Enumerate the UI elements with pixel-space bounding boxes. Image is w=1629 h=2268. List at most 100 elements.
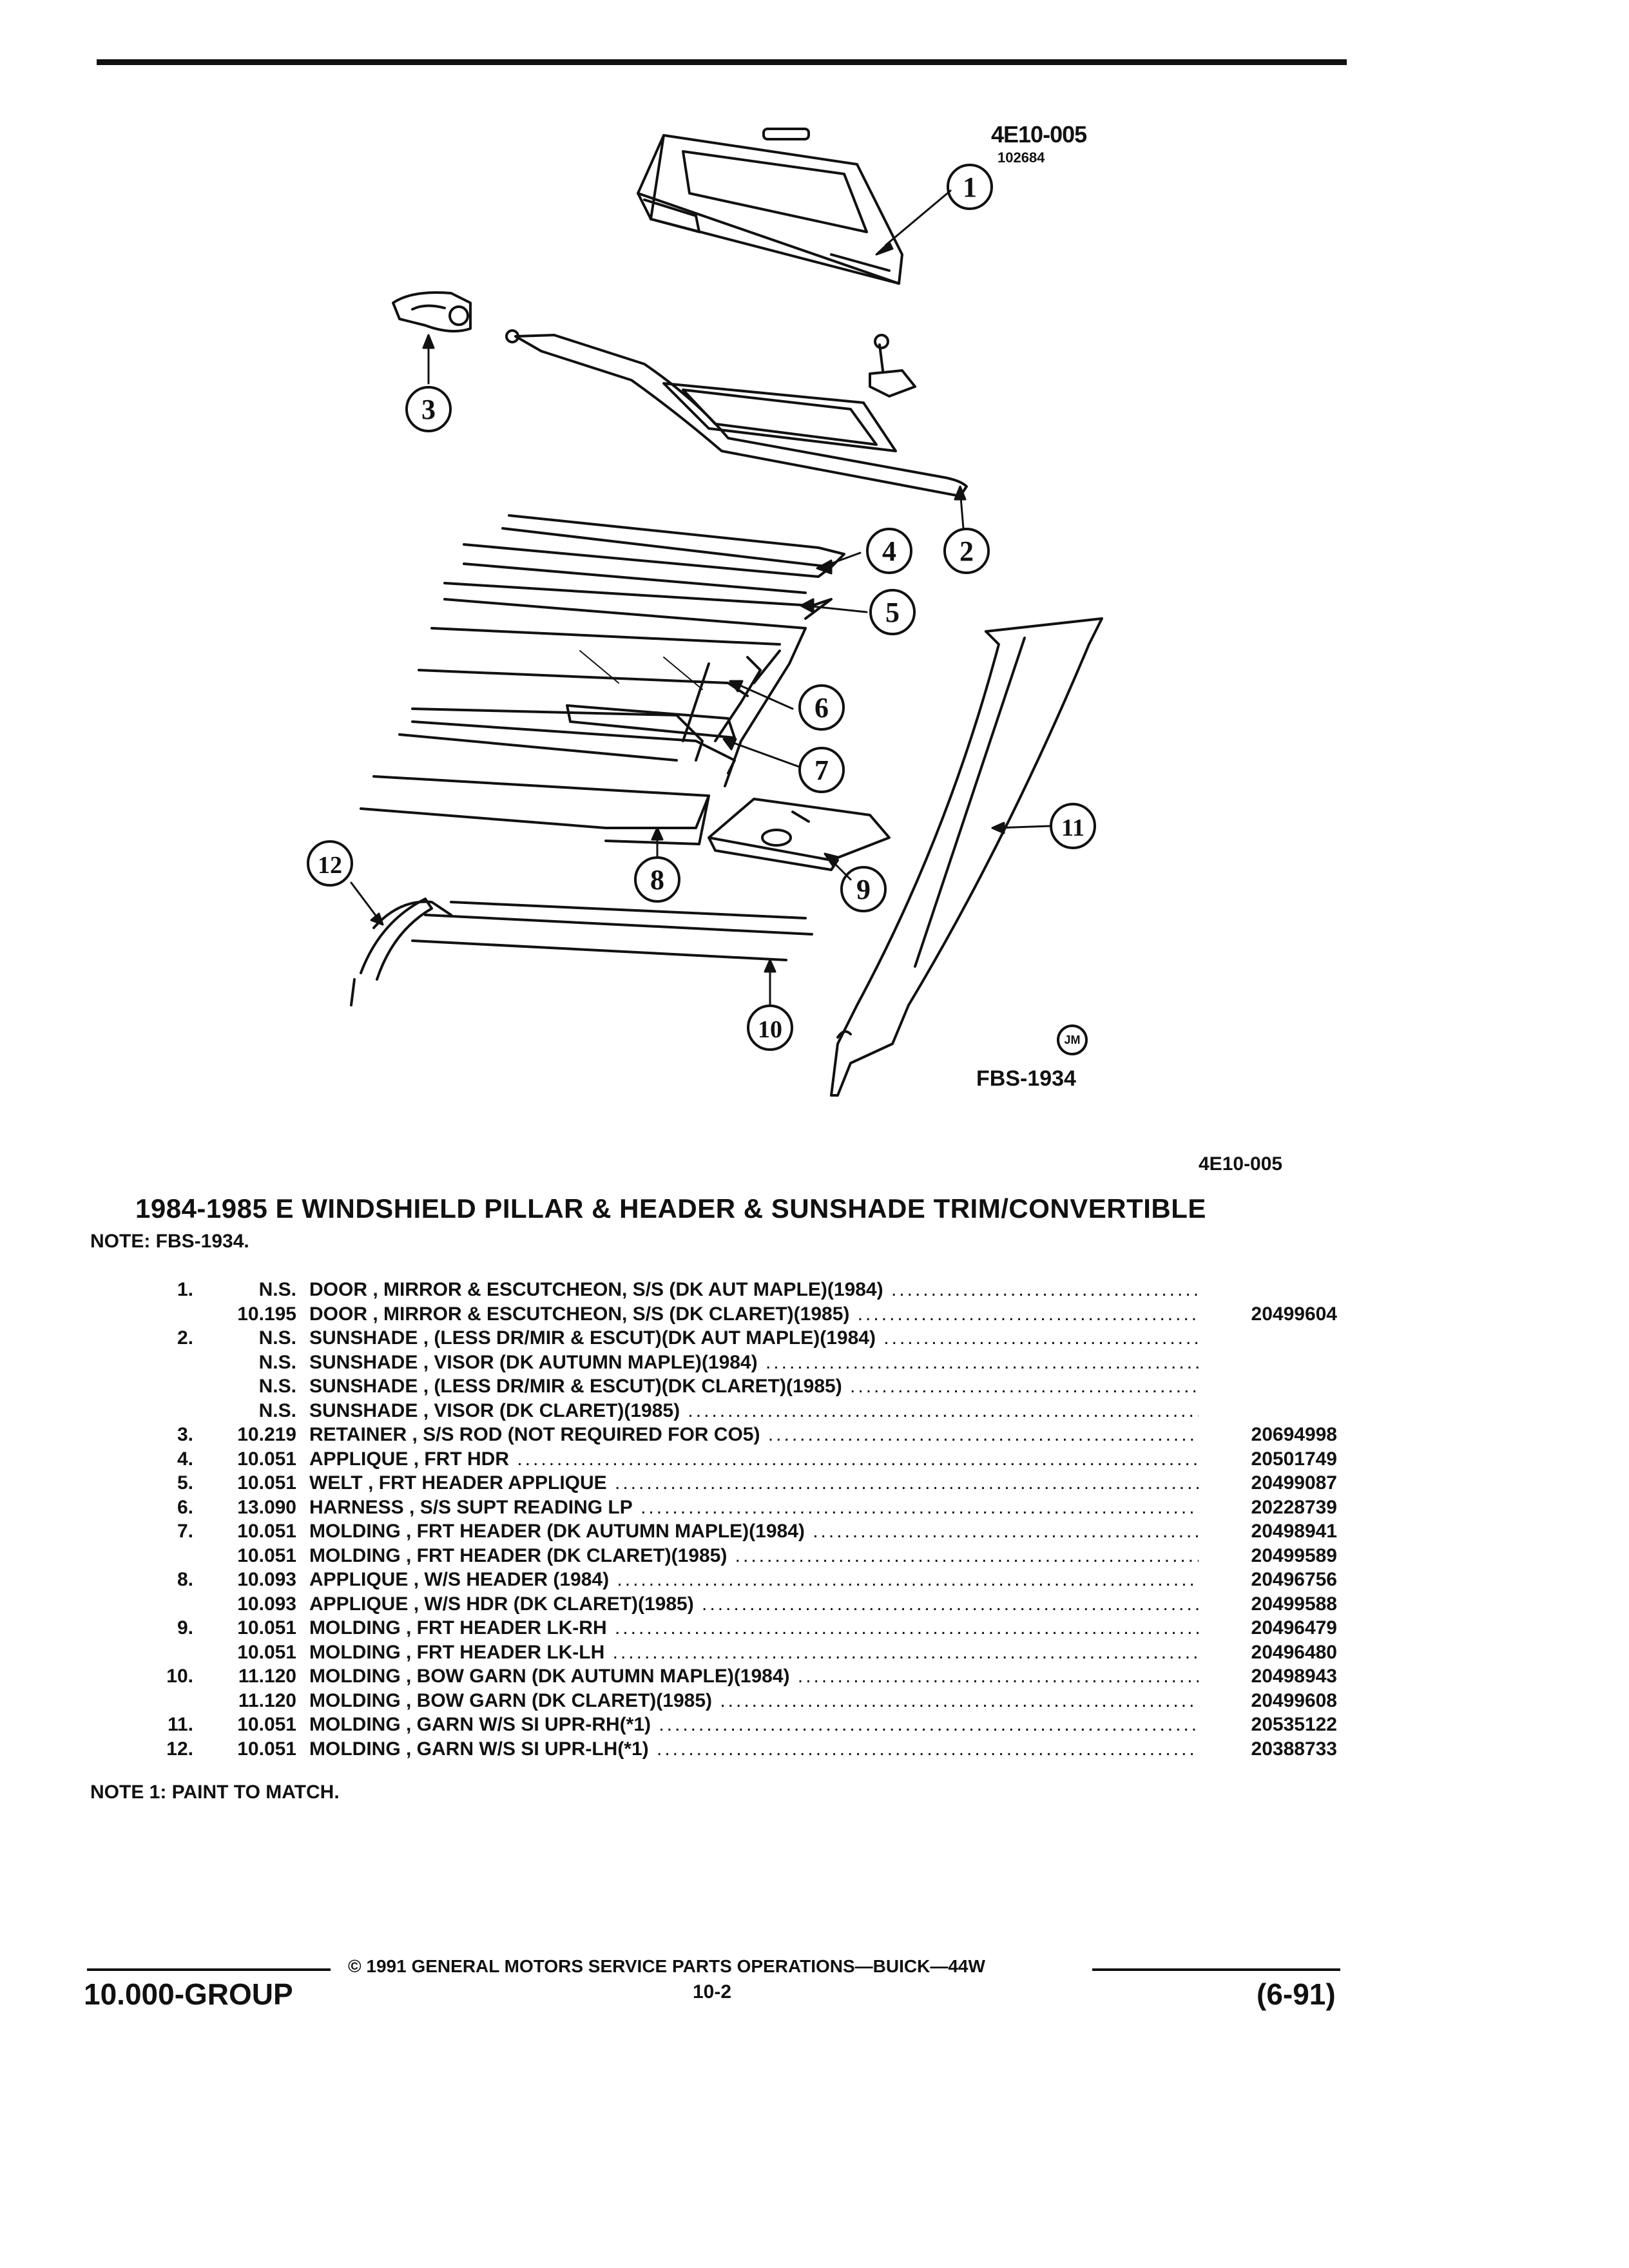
leader-dots: ........................................… (614, 1617, 1199, 1639)
footer-copyright: © 1991 GENERAL MOTORS SERVICE PARTS OPER… (348, 1956, 985, 1976)
part-number: 20496479 (1251, 1617, 1337, 1639)
part-ws-applique (360, 775, 710, 845)
page-title: 1984-1985 E WINDSHIELD PILLAR & HEADER &… (135, 1193, 1206, 1224)
parts-row-14: 10.093 APPLIQUE , W/S HDR (DK CLARET)(19… (0, 1593, 1629, 1618)
group-number: N.S. (258, 1279, 296, 1300)
group-number: 11.120 (238, 1689, 296, 1711)
part-description: SUNSHADE , (LESS DR/MIR & ESCUT)(DK CLAR… (309, 1376, 1199, 1398)
item-number: 12. (166, 1738, 193, 1760)
leader-dots: ........................................… (735, 1544, 1199, 1566)
part-retainer (392, 291, 472, 332)
item-number: 7. (177, 1521, 193, 1542)
figure-date-code: 102684 (998, 149, 1045, 166)
callout-9: 9 (856, 874, 871, 905)
group-number: 10.051 (237, 1521, 296, 1542)
part-description: MOLDING , BOW GARN (DK CLARET)(1985) ...… (309, 1690, 1199, 1712)
leader-dots: ........................................… (517, 1448, 1199, 1470)
callout-2: 2 (959, 535, 974, 567)
group-number: 10.093 (237, 1569, 296, 1590)
page-code: 4E10-005 (1199, 1153, 1283, 1175)
part-number: 20496480 (1251, 1641, 1337, 1663)
parts-row-16: 10.051 MOLDING , FRT HEADER LK-LH ......… (0, 1642, 1629, 1666)
group-number: 11.120 (238, 1666, 296, 1687)
item-number: 5. (177, 1472, 193, 1494)
description-text: MOLDING , FRT HEADER (DK CLARET)(1985) (309, 1544, 728, 1566)
footer-date: (6-91) (1257, 1977, 1336, 2011)
callout-8: 8 (650, 864, 664, 896)
description-text: APPLIQUE , W/S HDR (DK CLARET)(1985) (309, 1593, 694, 1615)
description-text: SUNSHADE , (LESS DR/MIR & ESCUT)(DK CLAR… (309, 1376, 842, 1397)
leader-dots: ........................................… (850, 1376, 1199, 1397)
part-description: SUNSHADE , VISOR (DK AUTUMN MAPLE)(1984)… (309, 1352, 1199, 1374)
parts-row-17: 10. 11.120 MOLDING , BOW GARN (DK AUTUMN… (0, 1666, 1629, 1690)
part-description: MOLDING , FRT HEADER LK-RH .............… (309, 1617, 1199, 1639)
leader-dots: ........................................… (767, 1424, 1199, 1445)
callout-3: 3 (421, 394, 436, 425)
parts-row-10: 6. 13.090 HARNESS , S/S SUPT READING LP … (0, 1497, 1629, 1521)
part-description: DOOR , MIRROR & ESCUTCHEON, S/S (DK CLAR… (309, 1303, 1199, 1325)
group-number: 10.051 (237, 1472, 296, 1494)
part-header-applique (443, 514, 845, 620)
description-text: SUNSHADE , VISOR (DK CLARET)(1985) (309, 1399, 680, 1421)
parts-row-5: N.S. SUNSHADE , (LESS DR/MIR & ESCUT)(DK… (0, 1376, 1629, 1400)
description-text: MOLDING , BOW GARN (DK CLARET)(1985) (309, 1689, 712, 1711)
description-text: HARNESS , S/S SUPT READING LP (309, 1496, 633, 1518)
parts-row-13: 8. 10.093 APPLIQUE , W/S HEADER (1984) .… (0, 1569, 1629, 1593)
parts-row-18: 11.120 MOLDING , BOW GARN (DK CLARET)(19… (0, 1690, 1629, 1715)
part-mirror-door (637, 128, 903, 285)
group-number: N.S. (258, 1376, 296, 1397)
part-description: SUNSHADE , (LESS DR/MIR & ESCUT)(DK AUT … (309, 1327, 1199, 1349)
part-number: 20499589 (1251, 1544, 1337, 1566)
group-number: 10.195 (237, 1303, 296, 1325)
footer-rule-left (87, 1968, 331, 1971)
item-number: 6. (177, 1496, 193, 1518)
group-number: 10.051 (237, 1448, 296, 1470)
part-description: RETAINER , S/S ROD (NOT REQUIRED FOR CO5… (309, 1424, 1199, 1446)
jm-badge: JM (1057, 1024, 1088, 1055)
item-number: 4. (177, 1448, 193, 1470)
description-text: MOLDING , FRT HEADER (DK AUTUMN MAPLE)(1… (309, 1521, 805, 1542)
description-text: MOLDING , GARN W/S SI UPR-LH(*1) (309, 1738, 649, 1760)
leader-dots: ........................................… (615, 1472, 1199, 1494)
part-description: DOOR , MIRROR & ESCUTCHEON, S/S (DK AUT … (309, 1279, 1199, 1301)
part-garnish-lh (350, 898, 433, 1006)
part-number: 20499087 (1251, 1472, 1337, 1494)
part-number: 20388733 (1251, 1738, 1337, 1760)
leader-dots: ........................................… (641, 1496, 1199, 1518)
exploded-parts-diagram: 1 2 3 4 5 6 7 8 9 10 11 12 (307, 128, 1103, 1097)
group-number: 10.051 (237, 1738, 296, 1760)
item-number: 3. (177, 1424, 193, 1445)
parts-row-7: 3. 10.219 RETAINER , S/S ROD (NOT REQUIR… (0, 1424, 1629, 1448)
group-number: 10.219 (237, 1424, 296, 1445)
callout-12: 12 (318, 852, 342, 879)
description-text: DOOR , MIRROR & ESCUTCHEON, S/S (DK CLAR… (309, 1303, 850, 1325)
description-text: MOLDING , GARN W/S SI UPR-RH(*1) (309, 1714, 651, 1735)
windshield-frame (411, 598, 807, 787)
figure-note: NOTE: FBS-1934. (90, 1231, 249, 1252)
leader-dots: ........................................… (857, 1303, 1199, 1325)
parts-row-19: 11. 10.051 MOLDING , GARN W/S SI UPR-RH(… (0, 1714, 1629, 1738)
group-number: 10.051 (237, 1641, 296, 1663)
item-number: 8. (177, 1569, 193, 1590)
leader-dots: ........................................… (813, 1521, 1199, 1542)
leader-dots: ........................................… (656, 1738, 1199, 1760)
part-header-molding (398, 704, 736, 774)
group-number: 10.051 (237, 1617, 296, 1639)
group-number: 10.093 (237, 1593, 296, 1615)
part-description: MOLDING , FRT HEADER (DK CLARET)(1985) .… (309, 1545, 1199, 1567)
callout-circles (307, 164, 1096, 1051)
description-text: APPLIQUE , W/S HEADER (1984) (309, 1569, 610, 1590)
group-number: N.S. (258, 1351, 296, 1373)
item-number: 2. (177, 1327, 193, 1349)
part-description: MOLDING , BOW GARN (DK AUTUMN MAPLE)(198… (309, 1666, 1199, 1687)
parts-list: 1. N.S. DOOR , MIRROR & ESCUTCHEON, S/S … (0, 1279, 1629, 1762)
item-number: 9. (177, 1617, 193, 1639)
group-number: 13.090 (237, 1496, 296, 1518)
top-rule (97, 59, 1347, 65)
item-number: 10. (166, 1666, 193, 1687)
part-number: 20496756 (1251, 1569, 1337, 1590)
callout-5: 5 (885, 597, 900, 628)
leader-dots: ........................................… (617, 1569, 1199, 1590)
description-text: DOOR , MIRROR & ESCUTCHEON, S/S (DK AUT … (309, 1279, 883, 1300)
description-text: SUNSHADE , VISOR (DK AUTUMN MAPLE)(1984) (309, 1351, 758, 1373)
